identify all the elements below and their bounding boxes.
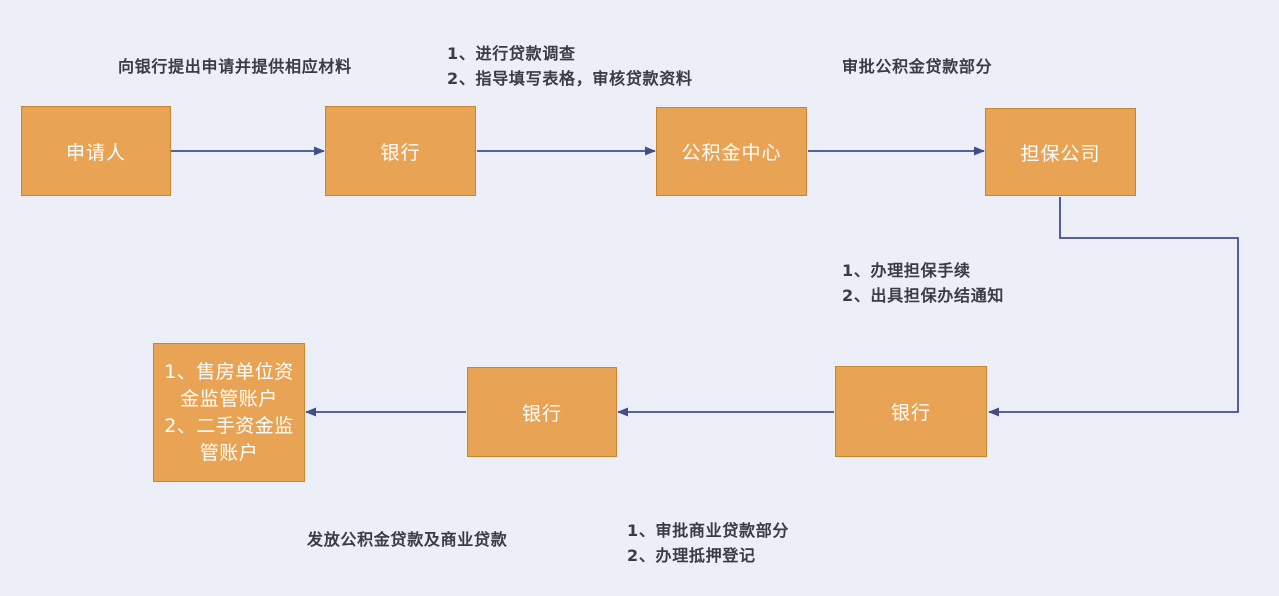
edge-label-commercial-approval: 1、审批商业贷款部分 2、办理抵押登记 [627,518,789,568]
edge-label-line: 审批公积金贷款部分 [842,57,993,76]
flow-node-bank-right: 银行 [835,366,987,457]
edge-label-line: 1、进行贷款调查 [447,44,576,63]
account-item-1: 1、售房单位资金监管账户 [164,360,294,410]
edge-label-issue-loans: 发放公积金贷款及商业贷款 [307,527,507,552]
arrow-guarantee-to-bank-right [988,197,1239,417]
edge-label-line: 2、办理抵押登记 [627,546,756,565]
edge-label-line: 1、审批商业贷款部分 [627,521,790,540]
flow-node-bank-middle: 银行 [467,367,617,457]
account-item-2: 2、二手资金监管账户 [164,414,294,464]
flow-node-applicant: 申请人 [21,106,171,196]
edge-label-line: 2、出具担保办结通知 [842,286,1005,305]
edge-label-line: 1、办理担保手续 [842,261,971,280]
flow-node-guarantee-company: 担保公司 [985,108,1136,196]
flow-node-fund-center: 公积金中心 [656,107,807,196]
edge-label-line: 2、指导填写表格，审核贷款资料 [447,69,693,88]
edge-label-line: 发放公积金贷款及商业贷款 [307,530,508,549]
flow-node-bank-top: 银行 [325,106,476,196]
edge-label-line: 向银行提出申请并提供相应材料 [118,57,352,76]
edge-label-loan-investigation: 1、进行贷款调查 2、指导填写表格，审核贷款资料 [447,41,693,91]
edge-label-guarantee-procedures: 1、办理担保手续 2、出具担保办结通知 [842,258,1004,308]
edge-label-approve-fund-part: 审批公积金贷款部分 [842,54,992,79]
edge-label-apply-to-bank: 向银行提出申请并提供相应材料 [118,54,352,79]
flow-node-supervised-accounts: 1、售房单位资金监管账户 2、二手资金监管账户 [153,343,305,482]
